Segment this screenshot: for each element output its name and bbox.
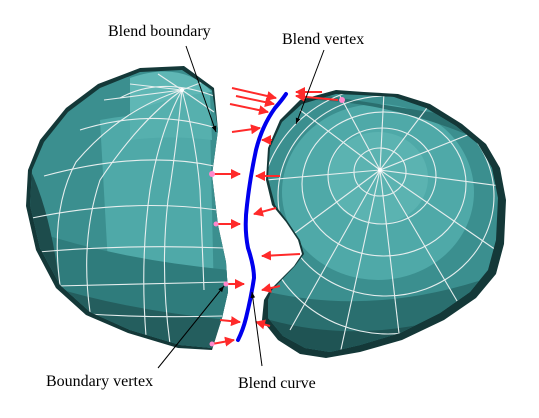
boundary-vertex-leader bbox=[157, 285, 225, 369]
arrow bbox=[219, 316, 241, 327]
vertex-marker bbox=[209, 171, 215, 177]
arrow bbox=[253, 206, 277, 217]
arrow bbox=[231, 87, 277, 101]
arrow bbox=[231, 124, 261, 135]
blend-vertex-leader bbox=[295, 49, 325, 125]
boundary-vertex-label: Boundary vertex bbox=[46, 373, 153, 390]
right-mesh bbox=[268, 94, 498, 352]
right-surface bbox=[262, 90, 506, 358]
vertex-marker bbox=[209, 341, 215, 347]
blend-boundary-label: Blend boundary bbox=[108, 23, 211, 40]
vertex-marker bbox=[223, 281, 229, 287]
arrow bbox=[261, 250, 301, 261]
vertex-marker bbox=[339, 97, 345, 103]
left-pole-marker bbox=[180, 88, 184, 92]
arrow bbox=[261, 283, 281, 293]
callout-leaders bbox=[157, 45, 325, 369]
arrow bbox=[255, 319, 271, 330]
vertex-marker bbox=[213, 221, 219, 227]
blend-curve bbox=[236, 92, 288, 342]
arrow bbox=[235, 95, 275, 108]
blend-curve-label: Blend curve bbox=[238, 375, 316, 392]
right-pole-marker bbox=[378, 168, 382, 172]
arrow bbox=[229, 103, 269, 116]
blend-boundary-leader bbox=[185, 45, 217, 133]
blend-curve-leader bbox=[250, 291, 263, 367]
blend-vertex-label: Blend vertex bbox=[282, 31, 364, 48]
blend-arrows bbox=[211, 87, 339, 347]
arrow bbox=[211, 336, 235, 347]
left-mesh bbox=[31, 73, 228, 345]
vertex-markers bbox=[209, 97, 345, 347]
